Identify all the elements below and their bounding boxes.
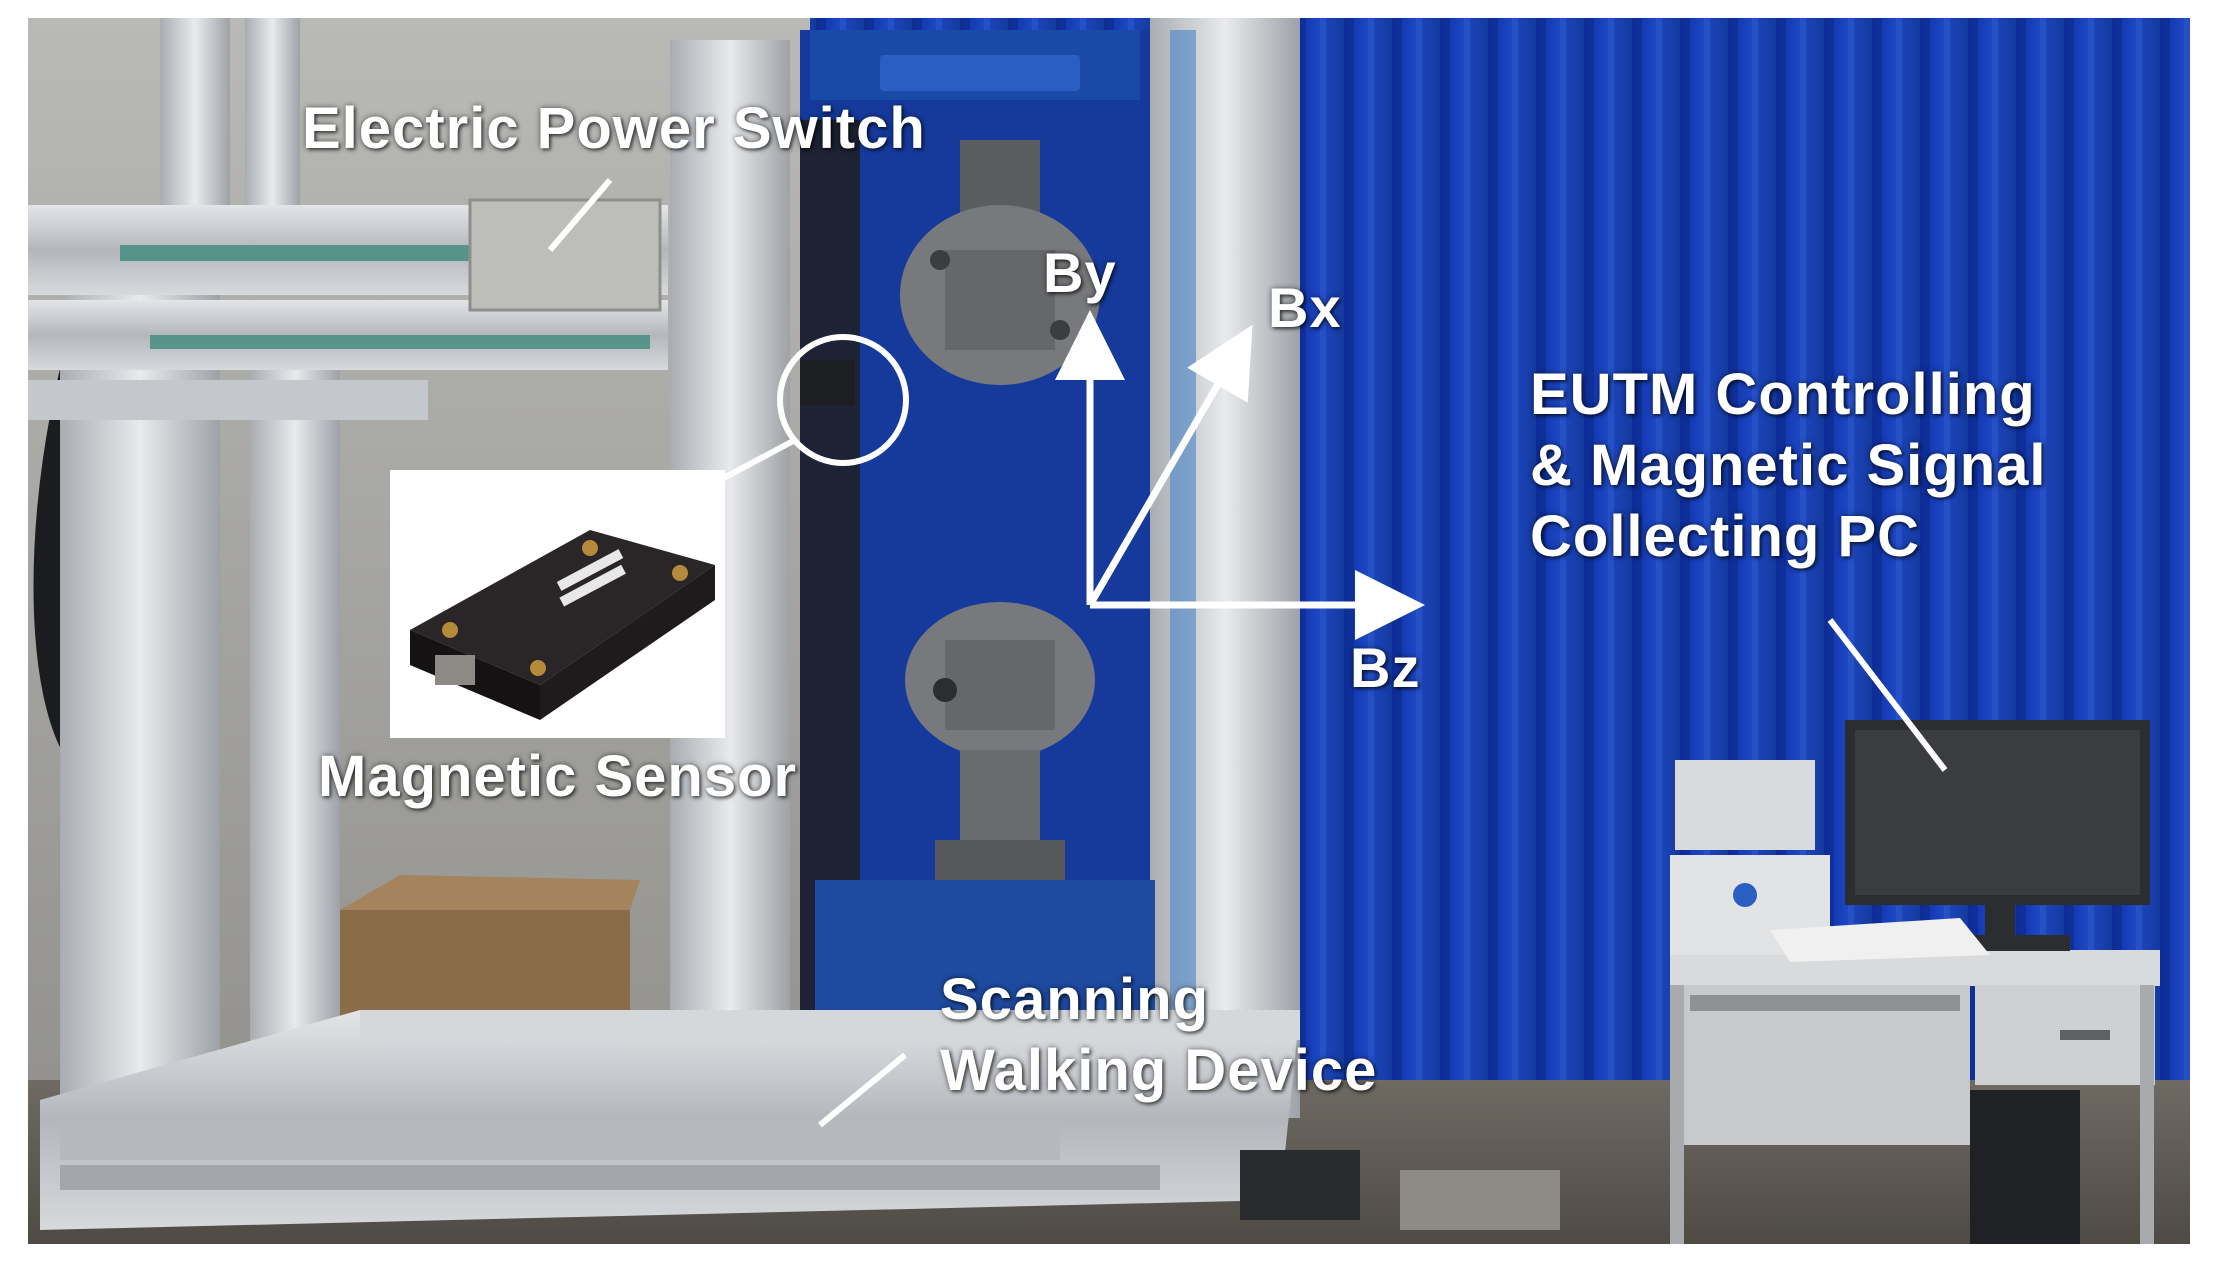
label-electric-power-switch: Electric Power Switch bbox=[302, 96, 926, 161]
label-eutm-line-2: & Magnetic Signal bbox=[1530, 432, 2047, 498]
label-magnetic-sensor: Magnetic Sensor bbox=[318, 744, 798, 809]
leader-line-power-switch bbox=[547, 178, 613, 252]
electric-power-switch-box bbox=[468, 198, 662, 312]
label-eutm-pc: EUTM Controlling & Magnetic Signal Colle… bbox=[1530, 360, 2047, 572]
magnetic-sensor-device-icon bbox=[410, 530, 715, 720]
label-scanning-device: Scanning Walking Device bbox=[940, 965, 1377, 1107]
machine-base bbox=[815, 880, 1155, 1010]
label-scanning-line-1: Scanning bbox=[940, 967, 1210, 1032]
label-axis-bx: Bx bbox=[1268, 276, 1342, 339]
magnetic-sensor-inset bbox=[390, 470, 725, 738]
leader-line-scanning bbox=[818, 1052, 907, 1128]
label-eutm-line-1: EUTM Controlling bbox=[1530, 362, 2036, 427]
label-axis-bz: Bz bbox=[1350, 636, 1421, 699]
axis-bx-arrow bbox=[1086, 324, 1253, 607]
label-axis-by: By bbox=[1043, 241, 1117, 304]
leader-line-pc bbox=[1827, 618, 1948, 772]
controller-box bbox=[1675, 760, 1815, 850]
label-eutm-line-3: Collecting PC bbox=[1530, 503, 1921, 569]
label-scanning-line-2: Walking Device bbox=[940, 1037, 1378, 1103]
leader-line-sensor bbox=[718, 437, 797, 483]
left-column bbox=[60, 280, 220, 1160]
sensor-highlight-circle bbox=[777, 334, 909, 466]
